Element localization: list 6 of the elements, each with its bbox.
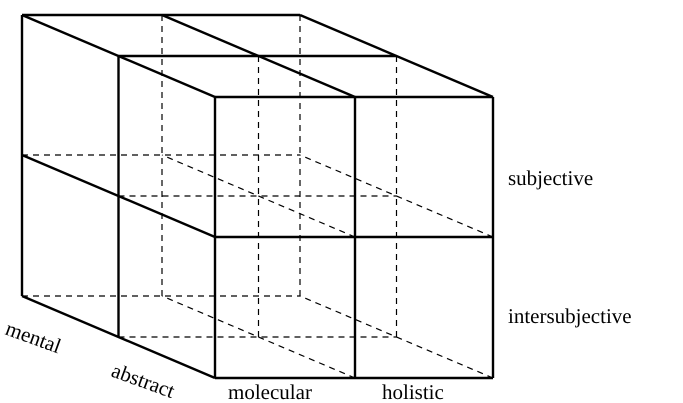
axis-label: holistic [382, 382, 444, 403]
axis-label: abstract [108, 360, 178, 402]
axis-label: intersubjective [508, 306, 632, 327]
axis-label: subjective [508, 168, 594, 189]
axis-label: mental [2, 318, 64, 358]
axis-label: molecular [228, 382, 312, 403]
